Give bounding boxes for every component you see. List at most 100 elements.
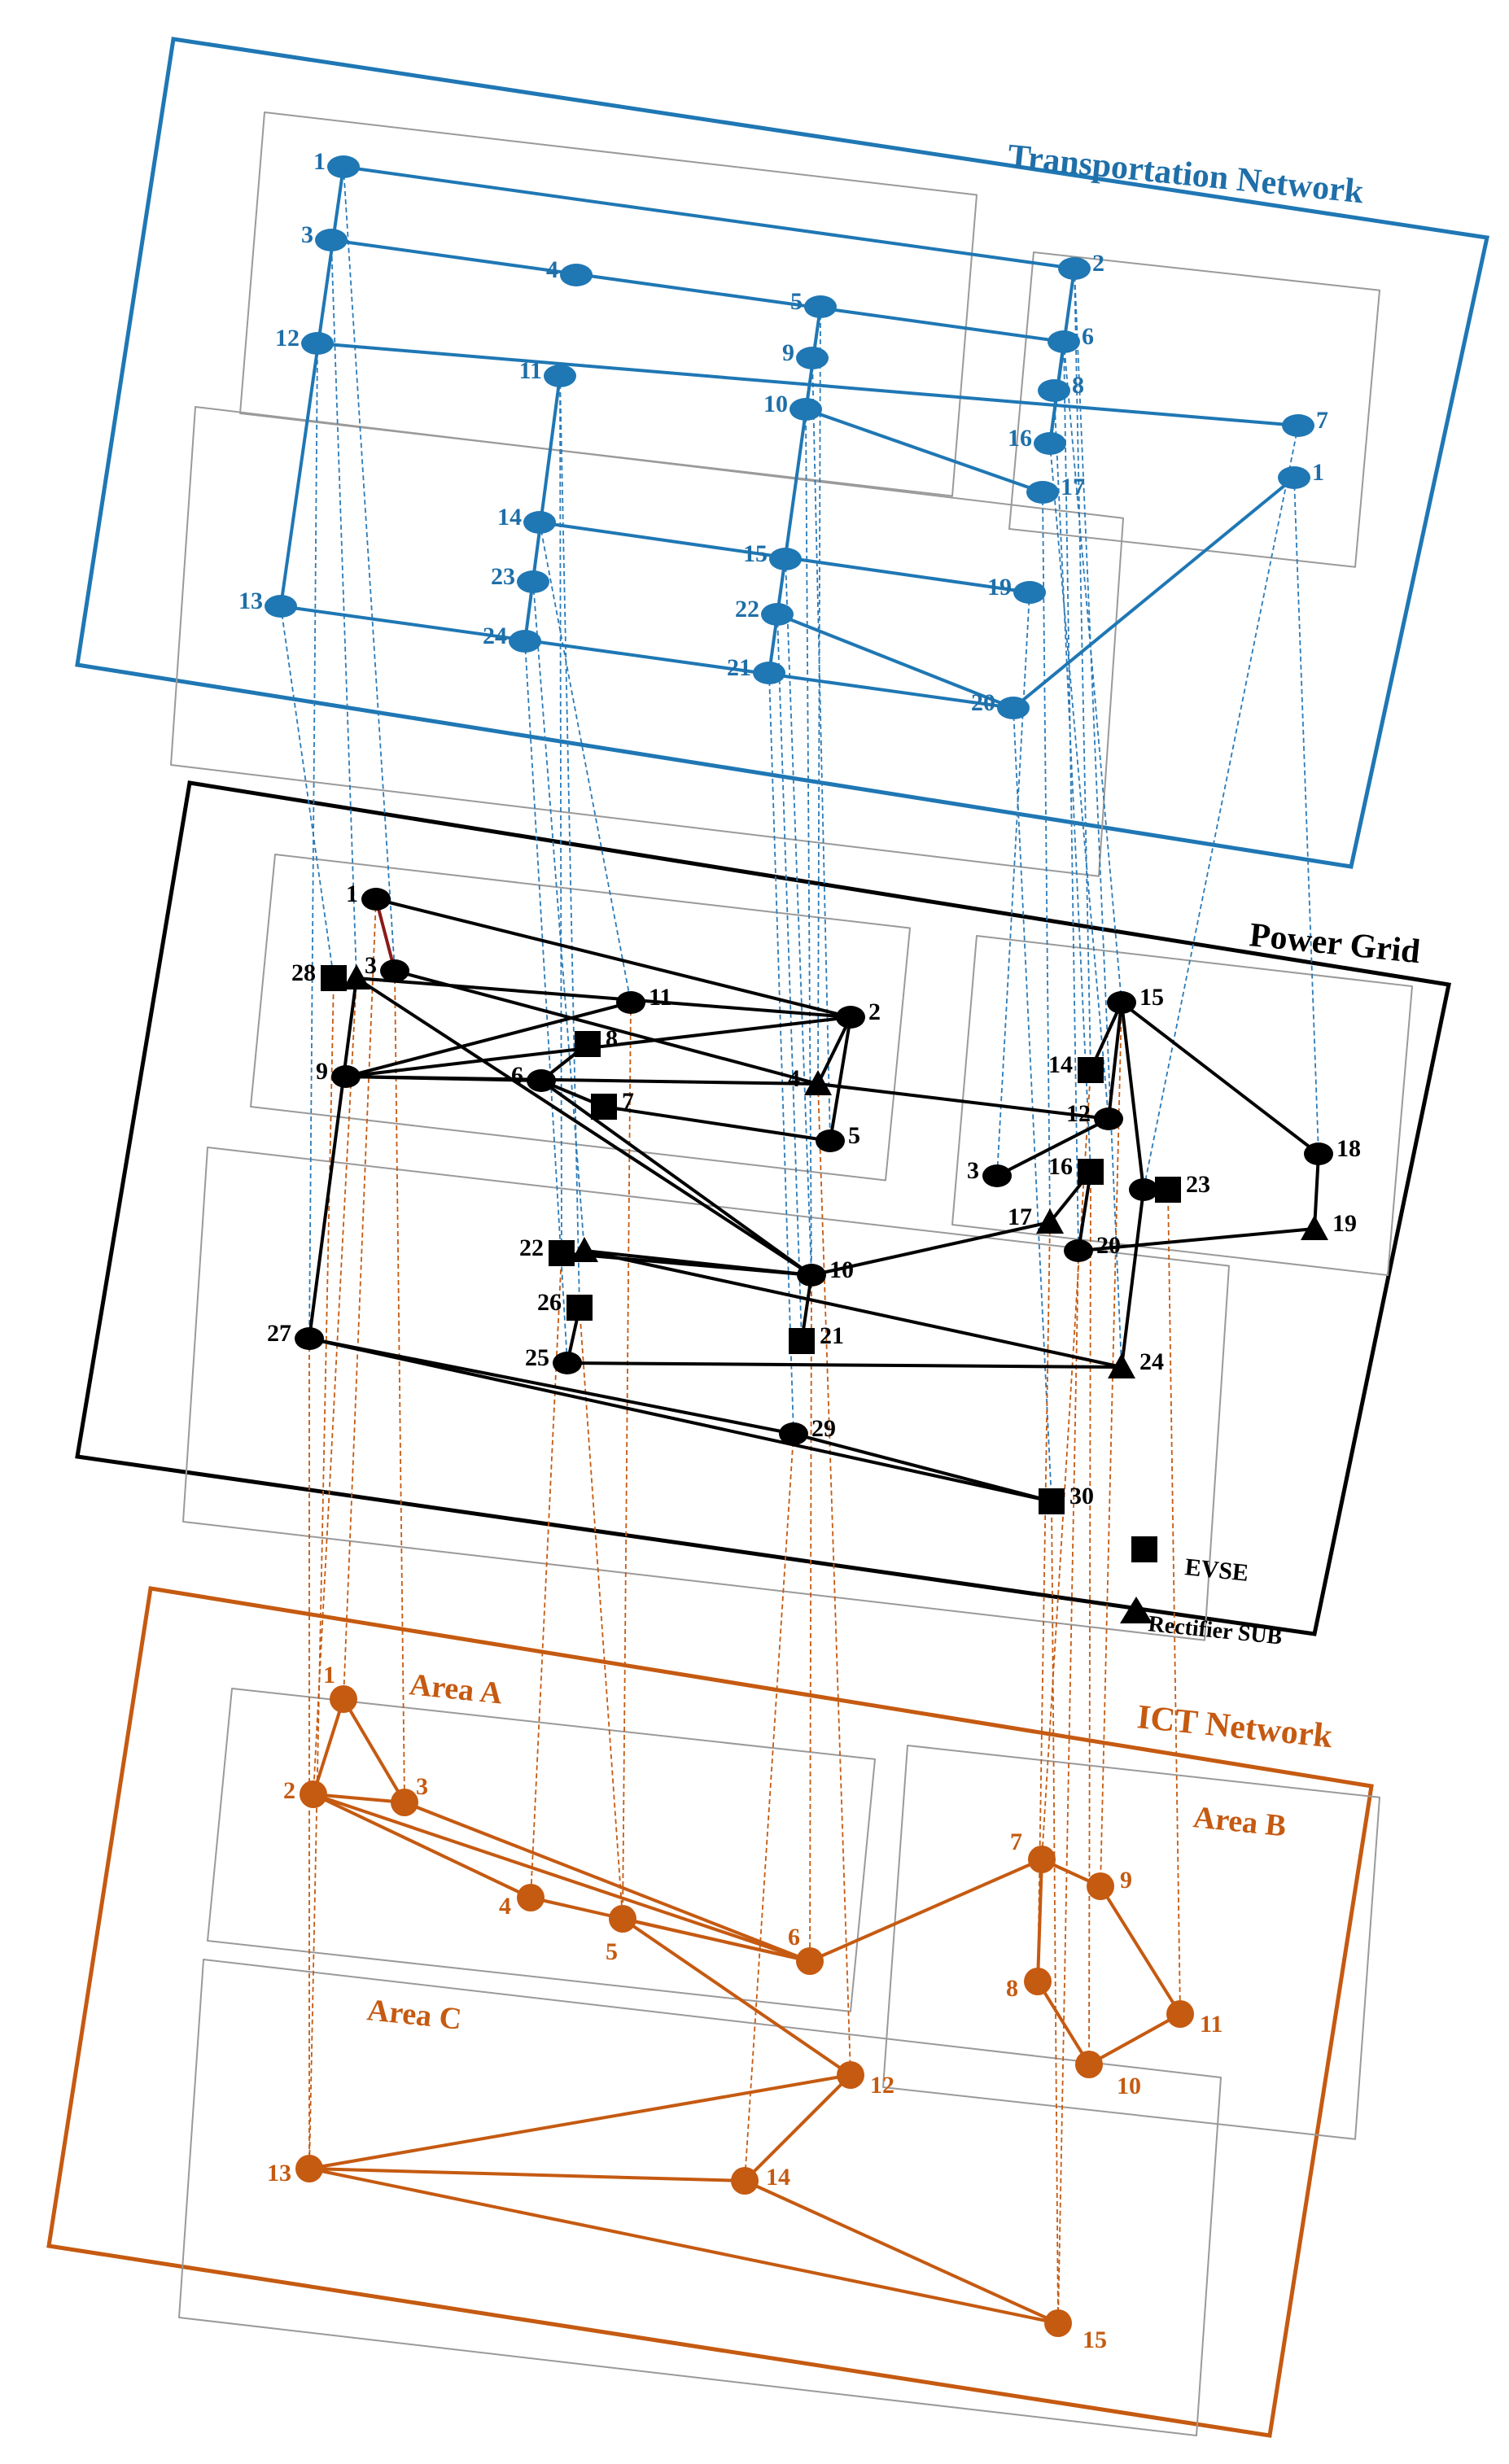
power-ict-coupling (622, 1002, 632, 1920)
power-ict-coupling (809, 1274, 812, 1962)
transport-node (327, 155, 360, 178)
power-ict-coupling (817, 1083, 851, 2076)
power-node (836, 1006, 865, 1029)
ict-node (300, 1780, 327, 1808)
ict-edge (342, 1697, 406, 1804)
power-node-label: 23 (1186, 1171, 1210, 1198)
power-node-label: 16 (1048, 1153, 1073, 1180)
rectifier-legend-label: Rectifier SUB (1147, 1611, 1283, 1650)
ict-node-label: 1 (323, 1662, 335, 1689)
power-node-label: 18 (1336, 1135, 1361, 1162)
power-node (295, 1327, 324, 1350)
power-node-label: 9 (316, 1058, 328, 1085)
transport-node-label: 24 (483, 623, 507, 649)
transport-power-coupling (1049, 443, 1109, 1120)
ict-node-label: 3 (416, 1773, 428, 1800)
transport-power-coupling (539, 522, 632, 1003)
ict-edge (308, 2073, 851, 2170)
transport-edge (280, 605, 1014, 710)
power-node-label: 1 (346, 880, 358, 907)
ict-zone-a (207, 1688, 876, 2012)
ict-edge (312, 1698, 345, 1795)
transport-node (761, 603, 794, 626)
transport-node (544, 365, 576, 387)
evse-node (1078, 1159, 1104, 1185)
power-node (1304, 1142, 1333, 1165)
power-ict-coupling (1037, 1221, 1051, 1982)
power-node (797, 1264, 826, 1287)
ict-node-label: 6 (788, 1924, 800, 1951)
power-edge (345, 1075, 542, 1082)
ict-zone-b (882, 1745, 1380, 2140)
power-node-label: 4 (788, 1065, 800, 1092)
transport-node (301, 332, 334, 355)
transport-node (1058, 257, 1091, 280)
ict-node-label: 14 (766, 2164, 790, 2191)
transport-node (753, 662, 785, 684)
power-node (1107, 991, 1136, 1014)
rectifier-legend-symbol (1120, 1597, 1153, 1623)
transport-power-coupling (330, 239, 357, 979)
ict-frame (46, 1586, 1374, 2438)
area-b-label: Area B (1192, 1800, 1288, 1843)
power-ict-coupling (1100, 1002, 1122, 1887)
power-node (779, 1422, 808, 1445)
rectifier-node (1301, 1215, 1328, 1240)
rectifier-node (1036, 1208, 1064, 1234)
ict-node (330, 1685, 357, 1713)
transport-node-label: 22 (735, 596, 759, 623)
power-edge (356, 976, 851, 1019)
transport-power-coupling (776, 614, 803, 1342)
power-node-label: 10 (829, 1256, 854, 1283)
transport-node-label: 19 (987, 574, 1012, 601)
ict-edge (621, 1917, 852, 2077)
rectifier-node (1108, 1353, 1135, 1378)
transport-node-label: 13 (238, 588, 263, 614)
evse-legend-symbol (1131, 1536, 1157, 1562)
ict-layer-title: ICT Network (1135, 1698, 1335, 1755)
power-edge (1077, 1171, 1092, 1252)
power-node (982, 1164, 1012, 1187)
transport-node (265, 595, 297, 618)
ict-node (295, 2155, 323, 2182)
power-node-label: 30 (1069, 1483, 1094, 1509)
power-node-label: 14 (1048, 1051, 1073, 1078)
ict-node-label: 10 (1117, 2073, 1141, 2099)
transport-node (509, 630, 541, 653)
transport-node-label: 4 (546, 256, 558, 283)
power-edge (308, 1337, 794, 1435)
ict-edge (1036, 1980, 1091, 2066)
ict-node-label: 7 (1010, 1828, 1022, 1855)
transport-node (1026, 481, 1059, 504)
power-frame (75, 780, 1451, 1636)
transport-zone-1 (239, 111, 978, 497)
power-node-label: 25 (525, 1344, 549, 1371)
ict-edge (743, 2073, 852, 2182)
ict-node (1075, 2051, 1103, 2078)
ict-edge (313, 1793, 405, 1804)
network-edges (279, 165, 1320, 2325)
transport-node-label: 14 (497, 504, 522, 531)
transport-node (796, 347, 829, 369)
transport-zone-2 (1008, 251, 1380, 568)
power-node (1064, 1239, 1093, 1262)
transport-power-coupling (996, 592, 1030, 1177)
power-edge (308, 1337, 1052, 1503)
transport-power-coupling (805, 408, 812, 1276)
power-node (616, 991, 645, 1014)
transport-node (997, 697, 1030, 719)
transport-node (789, 398, 822, 421)
transport-zone-3 (170, 406, 1124, 877)
transport-node-label: 23 (491, 563, 515, 590)
power-edge (829, 1016, 852, 1142)
evse-node (1155, 1177, 1181, 1203)
transport-node (315, 229, 348, 251)
transport-node (517, 570, 549, 593)
power-edge (1107, 1002, 1123, 1120)
power-node (1129, 1178, 1158, 1201)
ict-node-label: 15 (1083, 2326, 1107, 2353)
power-ict-coupling (744, 1433, 794, 2182)
power-zone-2 (951, 935, 1413, 1277)
power-layer-title: Power Grid (1248, 916, 1422, 971)
